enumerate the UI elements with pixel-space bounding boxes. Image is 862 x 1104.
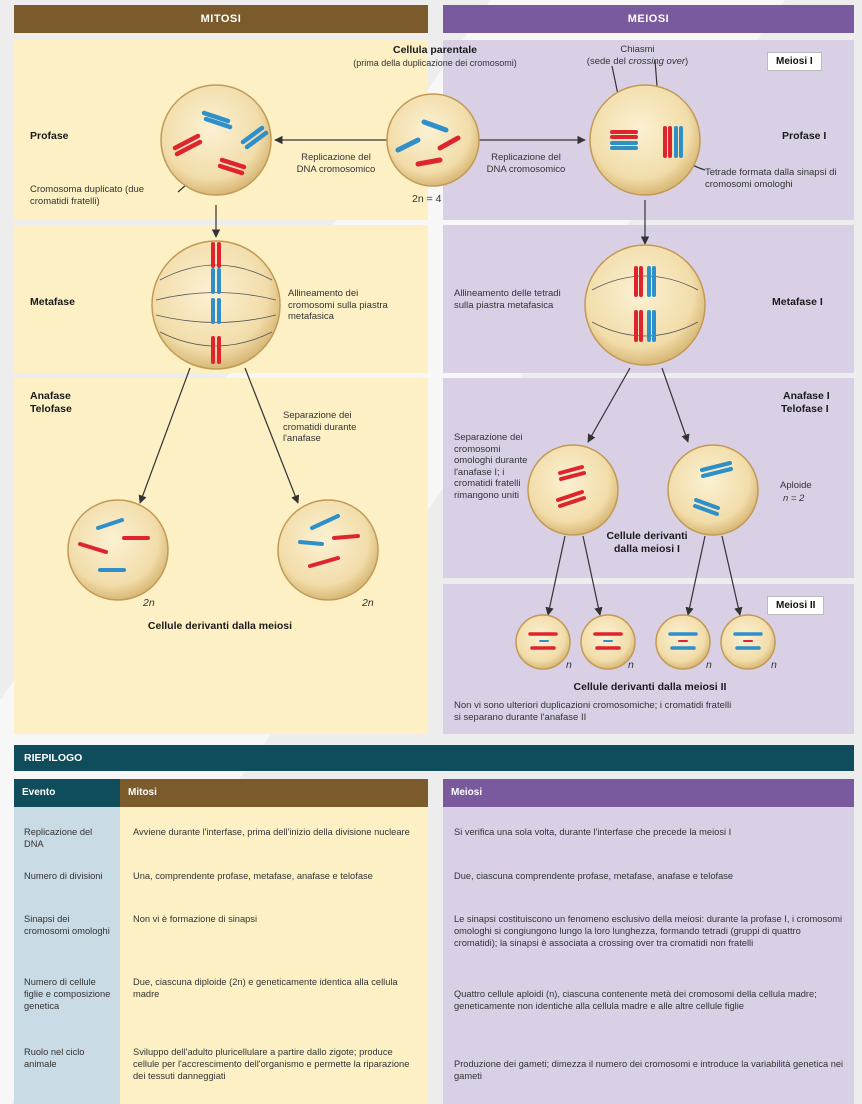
duplicated-chromosome-label: Cromosoma duplicato (due cromatidi frate… bbox=[30, 184, 145, 207]
meiosis-telofase-I-label: Telofase I bbox=[781, 403, 829, 415]
parent-cell-subtitle: (prima della duplicazione dei cromosomi) bbox=[353, 58, 517, 68]
chiasmi-label: Chiasmi (sede del crossing over) bbox=[570, 44, 705, 67]
summary-row-mitosis: Non vi è formazione di sinapsi bbox=[133, 914, 258, 924]
summary-row-meiosis: Si verifica una sola volta, durante l'in… bbox=[454, 827, 732, 837]
meiosis-anafase-I-label: Anafase I bbox=[783, 390, 830, 402]
replication-label-right: Replicazione del DNA cromosomico bbox=[486, 152, 566, 175]
summary-event-column bbox=[14, 807, 120, 1104]
tetrad-label: Tetrade formata dalla sinapsi di cromoso… bbox=[705, 167, 837, 190]
n-label-3: n bbox=[706, 659, 712, 671]
summary-row-meiosis: Due, ciascuna comprendente profase, meta… bbox=[454, 871, 734, 881]
summary-row-mitosis: Sviluppo dell'adulto pluricellulare a pa… bbox=[133, 1047, 410, 1081]
summary-row-event: Numero di divisioni bbox=[24, 871, 103, 881]
summary-row-event: Ruolo nel ciclo animale bbox=[24, 1047, 85, 1069]
mitosis-ploidy-right: 2n bbox=[362, 597, 374, 609]
meiosis-header: MEIOSI bbox=[443, 5, 854, 33]
summary-row-meiosis: Produzione dei gameti; dimezza il numero… bbox=[454, 1059, 844, 1081]
meiosis-metafase-I-label: Metafase I bbox=[772, 296, 823, 308]
summary-row-mitosis: Due, ciascuna diploide (2n) e geneticame… bbox=[133, 977, 398, 999]
summary-row-mitosis: Una, comprendente profase, metafase, ana… bbox=[133, 871, 373, 881]
process-arrows bbox=[138, 59, 743, 616]
summary-row-event: Numero di cellule figlie e composizione … bbox=[24, 977, 111, 1011]
summary-row-meiosis: Le sinapsi costituiscono un fenomeno esc… bbox=[454, 914, 843, 948]
n-label-1: n bbox=[566, 659, 572, 671]
cell-division-diagram bbox=[67, 59, 776, 670]
mitosis-ploidy-left: 2n bbox=[143, 597, 155, 609]
meiosis-II-result-label: Cellule derivanti dalla meiosi II bbox=[573, 681, 727, 693]
parent-cell-title: Cellula parentale bbox=[392, 44, 478, 56]
summary-row-event: Replicazione del DNA bbox=[24, 827, 93, 849]
mitosis-anafase-label: Anafase bbox=[30, 390, 71, 402]
mitosis-profase-cell bbox=[160, 84, 272, 196]
meiosis-metafase-cell bbox=[584, 244, 706, 366]
meiosis-II-cell-4 bbox=[720, 614, 776, 670]
mitosis-telofase-label: Telofase bbox=[30, 403, 72, 415]
haploid-n-label: n = 2 bbox=[783, 493, 805, 504]
meiosis-II-label: Meiosi II bbox=[767, 596, 825, 615]
summary-col-event: Evento bbox=[14, 779, 120, 807]
n-label-2: n bbox=[628, 659, 634, 671]
tetrad-alignment-label: Allineamento delle tetradi sulla piastra… bbox=[454, 288, 561, 311]
summary-title: RIEPILOGO bbox=[14, 745, 854, 771]
meiosis-anafase-panel bbox=[443, 378, 854, 578]
chiasmi-italic: crossing over bbox=[628, 55, 686, 67]
parent-cell bbox=[386, 93, 480, 187]
chromosome-alignment-label: Allineamento dei cromosomi sulla piastra… bbox=[288, 288, 388, 322]
meiosis-I-daughter-cell-right bbox=[667, 444, 759, 536]
summary-row-event: Sinapsi dei cromosomi omologhi bbox=[24, 914, 110, 936]
parent-ploidy: 2n = 4 bbox=[412, 193, 442, 205]
mitosis-result-label: Cellule derivanti dalla meiosi bbox=[147, 620, 293, 632]
meiosis-profase-I-label: Profase I bbox=[782, 130, 827, 142]
chiasmi-close: ) bbox=[685, 55, 689, 67]
summary-row-meiosis: Quattro cellule aploidi (n), ciascuna co… bbox=[454, 989, 817, 1011]
replication-label-left: Replicazione del DNA cromosomico bbox=[296, 152, 376, 175]
summary-col-meiosis: Meiosi bbox=[443, 779, 854, 807]
meiosis-I-result-label: Cellule derivanti dalla meiosi I bbox=[606, 530, 688, 555]
chiasmi-open: (sede del bbox=[586, 55, 629, 67]
mitosis-header: MITOSI bbox=[14, 5, 428, 33]
summary-mitosis-column bbox=[120, 807, 428, 1104]
homolog-separation-label: Separazione dei cromosomi omologhi duran… bbox=[454, 432, 528, 501]
meiosis-II-note: Non vi sono ulteriori duplicazioni cromo… bbox=[454, 700, 732, 723]
mitosis-daughter-cell-right bbox=[277, 499, 379, 601]
chiasmi-title: Chiasmi bbox=[620, 44, 655, 55]
meiosis-profase-cell bbox=[589, 84, 701, 196]
summary-col-mitosis: Mitosi bbox=[120, 779, 428, 807]
mitosis-metafase-label: Metafase bbox=[30, 296, 75, 308]
meiosis-II-cell-2 bbox=[580, 614, 636, 670]
meiosis-II-cell-1 bbox=[515, 614, 571, 670]
haploid-label: Aploide bbox=[780, 480, 812, 491]
summary-row-mitosis: Avviene durante l'interfase, prima dell'… bbox=[133, 827, 410, 837]
mitosis-daughter-cell-left bbox=[67, 499, 169, 601]
chromatid-separation-label: Separazione dei cromatidi durante l'anaf… bbox=[283, 410, 357, 444]
summary-meiosis-column bbox=[443, 807, 854, 1104]
mitosis-profase-label: Profase bbox=[30, 130, 69, 142]
meiosis-II-cell-3 bbox=[655, 614, 711, 670]
meiosis-I-label: Meiosi I bbox=[767, 52, 822, 71]
meiosis-I-daughter-cell-left bbox=[527, 444, 619, 536]
n-label-4: n bbox=[771, 659, 777, 671]
mitosis-metafase-cell bbox=[151, 240, 281, 370]
